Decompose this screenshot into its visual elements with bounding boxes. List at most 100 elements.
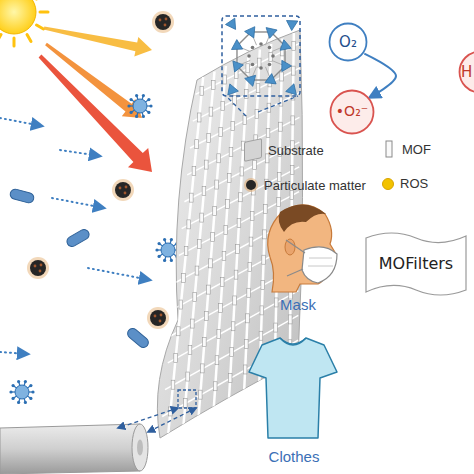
mof-structure — [251, 63, 255, 67]
mof-pillar — [236, 244, 240, 253]
particulate-matter — [147, 307, 169, 329]
mof-pillar — [279, 122, 283, 131]
mof-grid — [275, 39, 283, 374]
mof-pillar — [198, 390, 202, 399]
particulate-matter — [30, 260, 46, 276]
legend-symbol — [382, 140, 396, 158]
mof-structure — [245, 75, 256, 86]
mof-pillar — [195, 140, 199, 149]
mof-pillar — [211, 81, 215, 90]
mof-pillar — [247, 288, 251, 297]
particle-group — [9, 11, 180, 404]
clothes-icon — [249, 338, 337, 438]
airflow-arrow — [52, 198, 104, 208]
mof-structure — [268, 63, 272, 67]
mof-pillar — [274, 323, 278, 332]
mof-pillar — [229, 147, 233, 156]
virus — [127, 94, 152, 118]
legend-text: Particulate matter — [264, 178, 366, 193]
mof-pillar — [256, 84, 260, 93]
mof-pillar — [176, 327, 180, 336]
mof-grid — [196, 43, 300, 94]
airflow-arrow — [88, 268, 150, 280]
legend-item: Particulate matter — [244, 176, 366, 194]
mof-pillar — [224, 226, 228, 235]
virus — [12, 397, 15, 400]
particulate-matter — [165, 18, 168, 21]
mof-pillar — [174, 353, 178, 362]
mof-pillar — [179, 300, 183, 309]
virus — [17, 401, 20, 404]
mof-pillar — [255, 109, 259, 118]
node-text: H — [461, 64, 472, 81]
mof-pillar — [207, 285, 211, 294]
mof-pillar — [191, 319, 195, 328]
mof-pillar — [197, 113, 201, 122]
mof-structure — [286, 84, 297, 95]
virus — [29, 384, 32, 387]
mof-pillar — [186, 372, 190, 381]
mof-pillar — [213, 206, 217, 215]
fabric-roll — [0, 424, 148, 474]
icon-label: Clothes — [269, 448, 320, 465]
mask-icon — [287, 269, 303, 276]
virus — [24, 401, 27, 404]
mof-pillar — [277, 198, 281, 207]
virus — [9, 380, 34, 404]
virus — [135, 115, 138, 118]
virus — [163, 259, 166, 262]
mof-grid — [183, 72, 214, 425]
mof-pillar — [274, 298, 278, 307]
mof-pillar — [233, 296, 237, 305]
mof-pillar — [187, 220, 191, 229]
mask-icon — [268, 204, 337, 292]
mof-pillar — [264, 205, 268, 214]
clothes-icon — [249, 338, 337, 438]
fabric-roll — [132, 424, 148, 471]
mof-pillar — [184, 247, 188, 256]
mof-pillar — [279, 97, 283, 106]
particulate-matter — [125, 186, 128, 189]
mof-pillar — [292, 41, 296, 50]
light-arrow — [39, 27, 152, 173]
text-holder: MOFilters — [362, 228, 470, 300]
mof-pillar — [260, 306, 264, 315]
mof-pillar — [195, 266, 199, 275]
virus — [158, 255, 161, 258]
mof-structure — [271, 54, 275, 58]
zoom-callout — [178, 390, 196, 408]
mof-pillar — [259, 331, 263, 340]
mof-pillar — [280, 72, 284, 81]
mof-pillar — [243, 115, 247, 124]
virus — [170, 259, 173, 262]
clothes-icon — [280, 338, 306, 345]
particle-dot — [246, 180, 256, 190]
legend-text: Substrate — [268, 143, 324, 158]
particulate-matter — [160, 314, 163, 317]
node-text: •O₂⁻ — [336, 104, 368, 119]
light-arrow — [44, 27, 152, 57]
sun-ray — [0, 35, 1, 42]
particulate-matter — [154, 315, 157, 318]
mof-pillar — [190, 193, 194, 202]
mof-structure — [251, 46, 255, 50]
virus — [147, 111, 150, 114]
legend-item: ROS — [382, 176, 428, 191]
virus — [24, 380, 27, 383]
fabric-roll — [137, 440, 143, 456]
light-arrow — [39, 55, 152, 172]
mof-pillar — [201, 364, 205, 373]
node-text: MOFilters — [379, 255, 453, 273]
virus — [31, 390, 34, 393]
legend-swatch — [244, 138, 262, 162]
particulate-matter — [124, 192, 127, 195]
mof-pillar — [243, 365, 247, 374]
virus — [133, 99, 147, 113]
circle-outline — [460, 52, 474, 93]
product-flag: MOFilters — [362, 228, 470, 300]
virus — [158, 242, 161, 245]
particulate-matter — [119, 187, 122, 190]
mask-icon — [302, 247, 337, 283]
mof-pillar — [209, 107, 213, 116]
mof-pillar — [227, 174, 231, 183]
